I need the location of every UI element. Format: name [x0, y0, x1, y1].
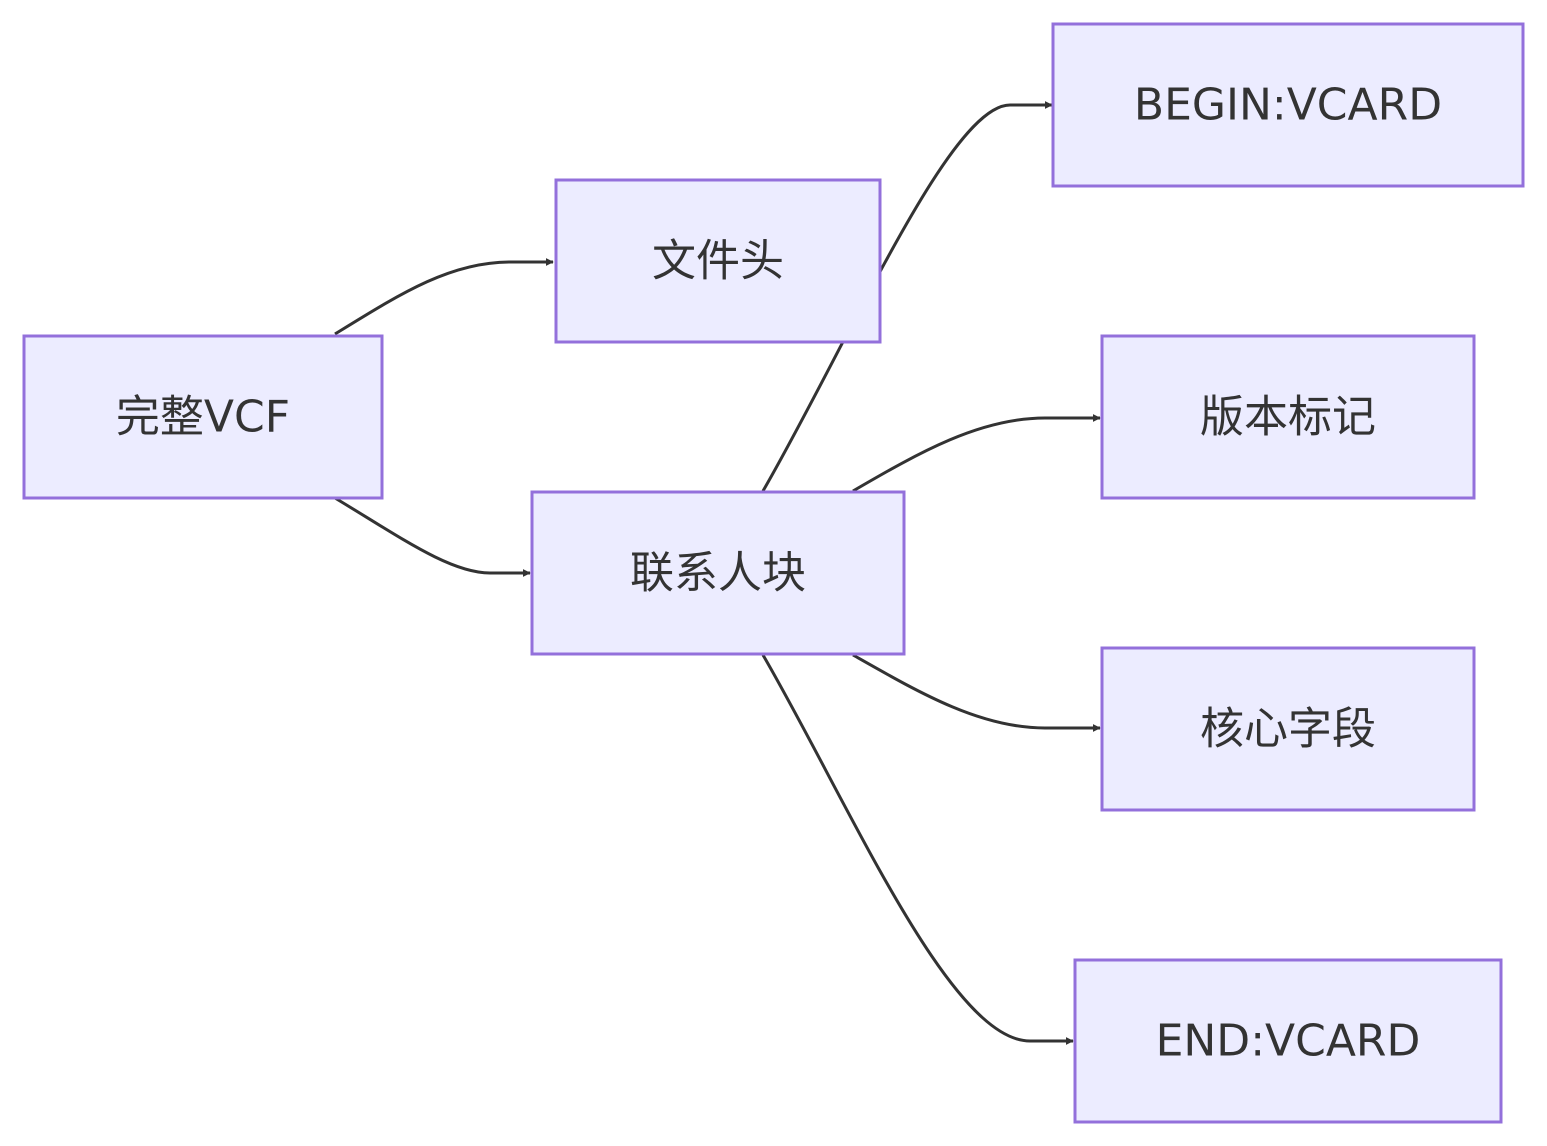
node-core-label: 核心字段: [1200, 704, 1376, 755]
node-core-box: [1100, 646, 1476, 812]
edge-root-to-contact: [334, 496, 531, 577]
edge-contact-to-core: [852, 653, 1101, 732]
node-end-label: END:VCARD: [1156, 1016, 1421, 1067]
node-begin-box: [1051, 22, 1525, 188]
node-end[interactable]: END:VCARD: [1073, 958, 1503, 1124]
node-header-box: [554, 178, 882, 344]
node-root-box: [22, 334, 384, 500]
node-version[interactable]: 版本标记: [1100, 334, 1476, 500]
node-begin[interactable]: BEGIN:VCARD: [1051, 22, 1525, 188]
edge-contact-to-version: [852, 414, 1101, 493]
edge-root-to-header: [334, 258, 554, 336]
node-root[interactable]: 完整VCF: [22, 334, 384, 500]
node-header[interactable]: 文件头: [554, 178, 882, 344]
edges: [334, 101, 1101, 1045]
edge-contact-to-end: [761, 654, 1074, 1045]
edge-contact-to-begin: [761, 101, 1053, 492]
node-header-label: 文件头: [652, 236, 784, 287]
node-end-box: [1073, 958, 1503, 1124]
node-begin-label: BEGIN:VCARD: [1134, 80, 1442, 131]
node-root-label: 完整VCF: [116, 392, 290, 443]
node-version-label: 版本标记: [1200, 392, 1376, 443]
node-contact-label: 联系人块: [630, 548, 806, 599]
node-contact[interactable]: 联系人块: [530, 490, 906, 656]
node-core[interactable]: 核心字段: [1100, 646, 1476, 812]
node-version-box: [1100, 334, 1476, 500]
node-contact-box: [530, 490, 906, 656]
